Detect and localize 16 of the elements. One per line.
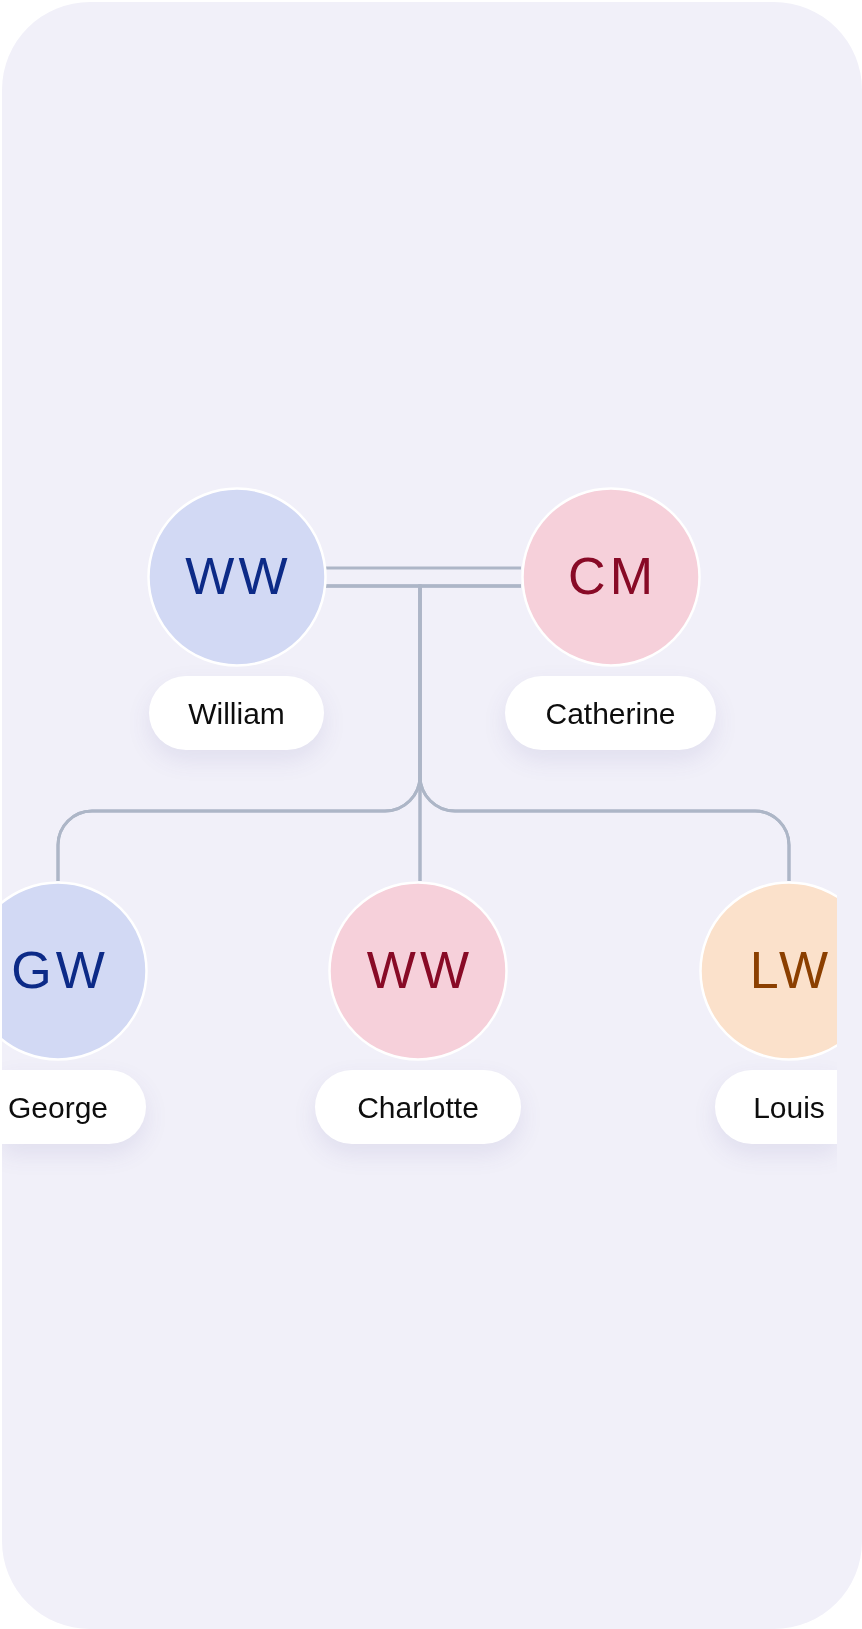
initials-circle xyxy=(328,881,508,1061)
initials-label: WW xyxy=(184,548,292,606)
initials-label: LW xyxy=(748,942,833,1000)
person-name: George xyxy=(7,1090,109,1124)
connector-line xyxy=(326,566,521,570)
initials-label: WW xyxy=(365,942,474,1000)
initials-label: GW xyxy=(10,942,109,1000)
initials-label: CM xyxy=(567,548,658,606)
person-name: Catherine xyxy=(545,696,676,730)
initials-circle xyxy=(520,487,701,667)
person-name: Charlotte xyxy=(357,1090,479,1124)
initials-circle xyxy=(146,487,327,667)
person-name: Louis xyxy=(753,1090,825,1124)
name-pill xyxy=(715,1070,837,1144)
connector-line xyxy=(418,584,791,881)
person-name: William xyxy=(188,696,285,730)
